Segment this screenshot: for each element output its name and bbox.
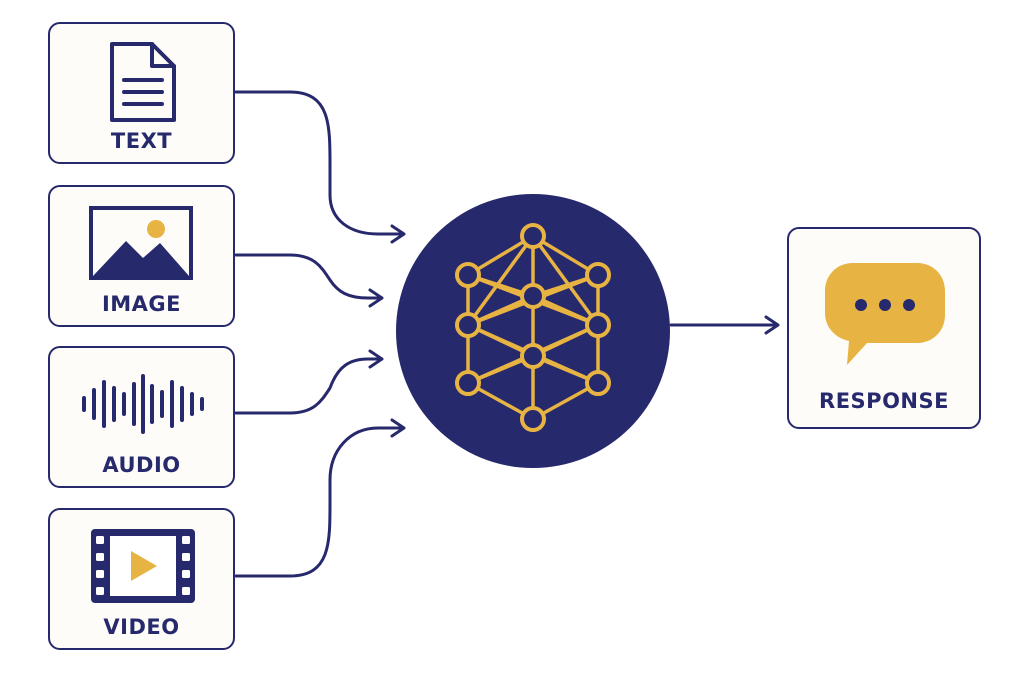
speech-bubble-icon bbox=[825, 263, 945, 365]
input-label-text: TEXT bbox=[110, 129, 173, 153]
arrowhead-image bbox=[368, 288, 384, 308]
waveform-icon bbox=[82, 374, 204, 434]
output-label-response: RESPONSE bbox=[819, 389, 949, 413]
input-card-audio: AUDIO bbox=[48, 346, 235, 488]
document-icon bbox=[110, 42, 176, 122]
output-card-response: RESPONSE bbox=[787, 227, 981, 429]
connector-audio-to-hub bbox=[234, 357, 380, 415]
input-card-text: TEXT bbox=[48, 22, 235, 164]
input-label-audio: AUDIO bbox=[102, 453, 181, 477]
connector-text-to-hub bbox=[234, 90, 402, 236]
ai-hub bbox=[396, 194, 670, 468]
input-label-image: IMAGE bbox=[101, 292, 182, 316]
input-label-video: VIDEO bbox=[103, 615, 180, 639]
arrowhead-audio bbox=[368, 349, 384, 369]
image-icon bbox=[89, 206, 193, 280]
input-card-image: IMAGE bbox=[48, 185, 235, 327]
connector-video-to-hub bbox=[234, 426, 402, 578]
arrowhead-text bbox=[390, 224, 406, 244]
arrowhead-video bbox=[390, 418, 406, 438]
input-card-video: VIDEO bbox=[48, 508, 235, 650]
neural-network-icon bbox=[455, 223, 611, 432]
film-play-icon bbox=[91, 529, 195, 603]
arrowhead-response bbox=[764, 315, 780, 335]
connector-image-to-hub bbox=[234, 253, 380, 300]
